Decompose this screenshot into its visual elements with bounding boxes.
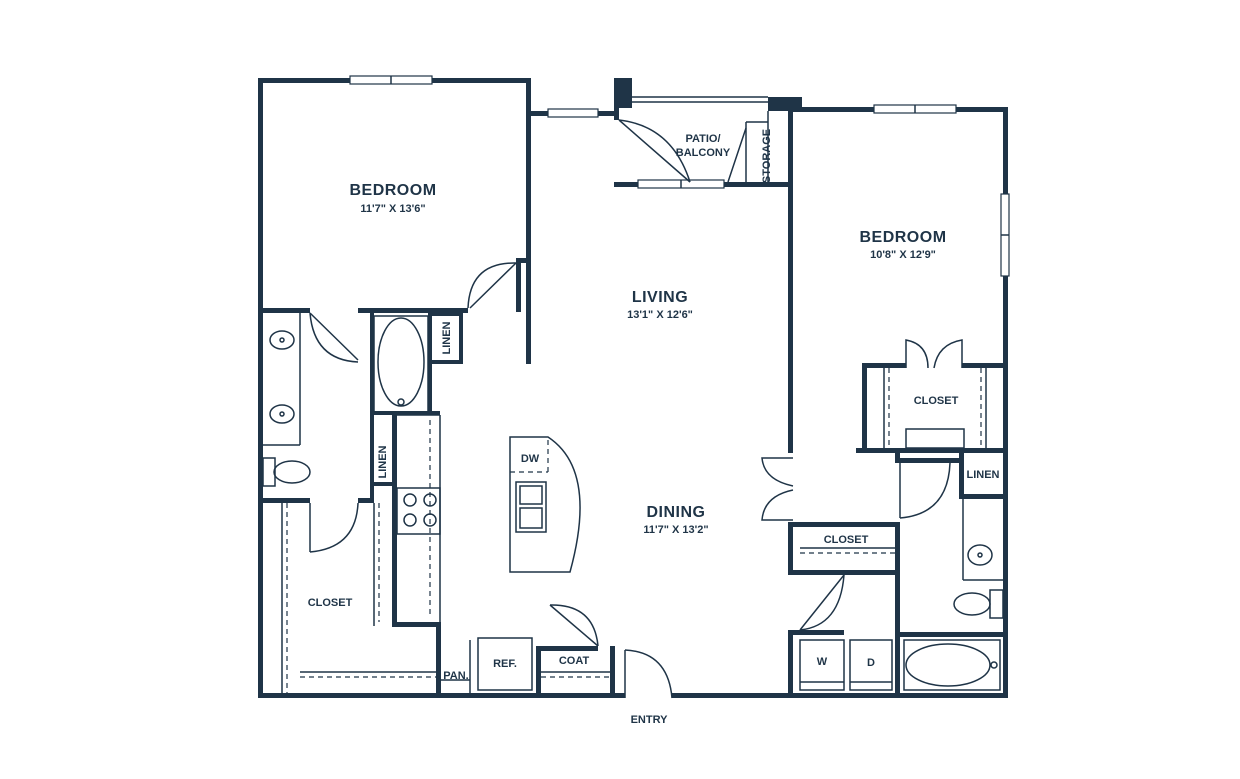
patio-railing (632, 96, 769, 186)
dishwasher-label: DW (521, 453, 540, 465)
linen-right-label: LINEN (967, 469, 1000, 481)
bedroom-left-name: BEDROOM (349, 182, 436, 199)
interior-walls (258, 258, 1008, 698)
dining-dims: 11'7" X 13'2" (643, 524, 708, 536)
bedroom-right-name: BEDROOM (859, 229, 946, 246)
closet-right-bedroom-label: CLOSET (914, 395, 959, 407)
dryer-label: D (867, 657, 875, 669)
bedroom-right-dims: 10'8" X 12'9" (870, 249, 936, 261)
sink-icon (967, 544, 993, 566)
washer-label: W (817, 656, 828, 668)
toilet-icon (262, 457, 311, 487)
windows (349, 75, 1010, 277)
sink-icon (269, 330, 295, 350)
closet-left-label: CLOSET (308, 597, 353, 609)
bathtub-icon (903, 639, 1001, 691)
stove-icon (396, 487, 441, 535)
closet-hall-label: CLOSET (824, 534, 869, 546)
fixtures (262, 315, 1004, 691)
living-name: LIVING (632, 289, 688, 306)
linen-mid-label: LINEN (377, 445, 389, 478)
patio-label-line1: PATIO/ (685, 133, 720, 145)
coat-closet-label: COAT (559, 655, 590, 667)
room-labels: BEDROOM 11'7" X 13'6" BEDROOM 10'8" X 12… (308, 129, 1000, 726)
kitchen-island (509, 436, 581, 573)
dining-name: DINING (647, 504, 706, 521)
toilet-icon (953, 589, 1004, 619)
sink-icon (269, 404, 295, 424)
doors (309, 262, 963, 699)
entry-label: ENTRY (631, 714, 669, 726)
pantry-label: PAN. (443, 670, 468, 682)
patio-door (618, 119, 747, 183)
linen-top-label: LINEN (441, 321, 453, 354)
bathtub-icon (373, 315, 429, 413)
living-dims: 13'1" X 12'6" (627, 309, 693, 321)
bedroom-left-dims: 11'7" X 13'6" (360, 203, 425, 215)
patio-label-line2: BALCONY (676, 147, 731, 159)
storage-label: STORAGE (761, 129, 773, 183)
refrigerator-label: REF. (493, 658, 517, 670)
